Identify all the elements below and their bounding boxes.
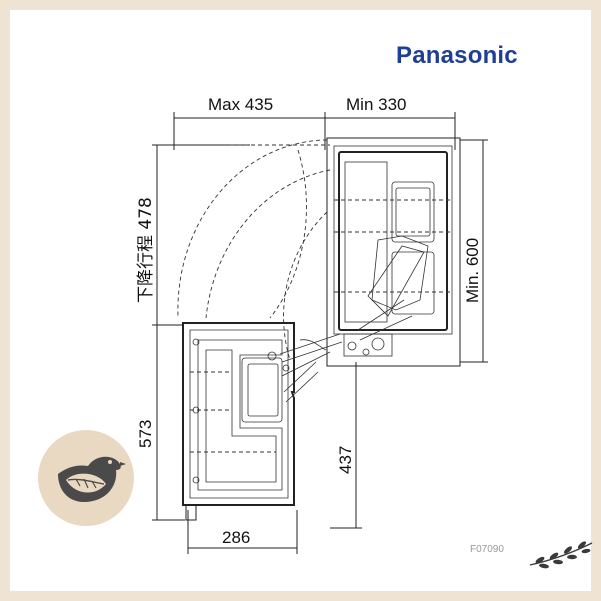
lower-basket xyxy=(182,322,343,521)
dim-bottom-width: 286 xyxy=(222,528,250,547)
top-dimensions: Max 435 Min 330 xyxy=(173,95,456,150)
dim-lift-travel: 下降行程 478 xyxy=(136,197,156,303)
bottom-width-dimension: 286 xyxy=(187,510,298,554)
mid-height-dimension: 437 xyxy=(330,362,362,529)
dim-mid-height: 437 xyxy=(336,446,355,474)
dim-min-width: Min 330 xyxy=(346,95,406,114)
bird-leaf-icon xyxy=(38,430,134,526)
lift-travel-dimension: 下降行程 478 xyxy=(136,144,250,326)
swing-path xyxy=(177,139,331,361)
olive-branch-icon xyxy=(529,541,593,569)
lower-height-dimension: 573 xyxy=(136,325,185,521)
upper-cabinet xyxy=(326,137,461,367)
dim-lower-height: 573 xyxy=(136,420,155,448)
dim-min-height: Min. 600 xyxy=(463,238,482,303)
figure-code: F07090 xyxy=(470,544,504,555)
dim-max-width: Max 435 xyxy=(208,95,273,114)
brand-logo: Panasonic xyxy=(396,42,518,69)
min-height-dimension: Min. 600 xyxy=(460,139,488,363)
